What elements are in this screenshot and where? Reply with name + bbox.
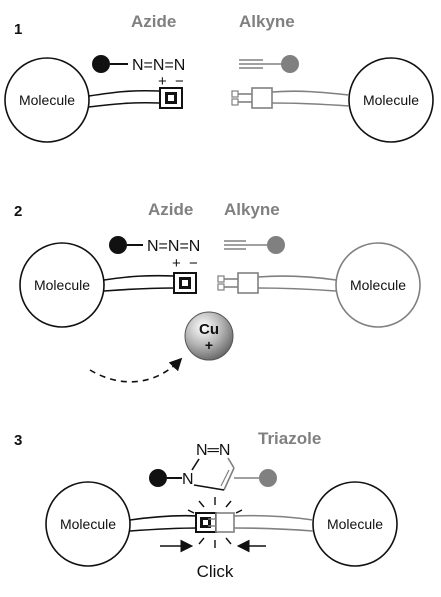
alkyne-heading: Alkyne — [239, 12, 295, 31]
step-2-number: 2 — [14, 203, 22, 220]
molecule-left-label-3: Molecule — [60, 516, 116, 532]
molecule-right-circle-2 — [335, 242, 421, 328]
molecule-left-circle-2 — [19, 242, 105, 328]
molecule-right-circle — [348, 57, 434, 143]
molecule-right-label-2: Molecule — [350, 277, 406, 293]
molecule-right-label: Molecule — [363, 92, 419, 108]
triazole-gray-ball-icon — [259, 469, 277, 487]
molecule-right-circle-3 — [312, 481, 398, 567]
left-cable — [88, 89, 161, 97]
male-connector-icon — [231, 87, 273, 109]
triazole-heading: Triazole — [258, 429, 321, 448]
catalyst-symbol: Cu — [199, 321, 219, 338]
triazole-n-left: N — [182, 471, 194, 488]
step-3: 3 Triazole N N═N Molecule — [14, 429, 398, 581]
joined-connector-icon — [195, 512, 235, 533]
alkyne-ball-icon — [281, 55, 299, 73]
azide-minus: − — [175, 73, 184, 90]
azide-plus: + — [158, 73, 167, 90]
azide-plus-2: + — [172, 255, 181, 272]
triazole-n-top: N═N — [196, 442, 230, 459]
male-connector-icon-2 — [217, 272, 259, 294]
step-1: 1 Azide Alkyne N=N=N + − Molecule Molecu… — [4, 12, 434, 143]
right-cable — [271, 90, 350, 96]
azide-formula-2: N=N=N — [147, 238, 200, 255]
catalyst-charge: + — [205, 337, 213, 353]
alkyne-ball-icon-2 — [267, 236, 285, 254]
azide-formula: N=N=N — [132, 57, 185, 74]
triazole-black-ball-icon — [149, 469, 167, 487]
click-burst-icon — [187, 497, 243, 548]
step-1-number: 1 — [14, 21, 22, 38]
catalyst-arrow — [89, 357, 183, 383]
female-connector-icon — [159, 87, 183, 109]
copper-catalyst-sphere — [184, 311, 234, 361]
molecule-left-circle — [4, 57, 90, 143]
molecule-left-circle-3 — [45, 481, 131, 567]
azide-heading: Azide — [131, 12, 176, 31]
molecule-right-label-3: Molecule — [327, 516, 383, 532]
triazole-ring — [191, 457, 235, 491]
azide-ball-icon-2 — [109, 236, 127, 254]
step-3-number: 3 — [14, 432, 22, 449]
alkyne-heading-2: Alkyne — [224, 200, 280, 219]
female-connector-icon-2 — [173, 272, 197, 294]
azide-minus-2: − — [189, 255, 198, 272]
azide-heading-2: Azide — [148, 200, 193, 219]
molecule-left-label: Molecule — [19, 92, 75, 108]
molecule-left-label-2: Molecule — [34, 277, 90, 293]
click-label: Click — [197, 562, 234, 581]
step-2: 2 Azide Alkyne N=N=N + − Molecule Molecu… — [14, 200, 421, 383]
azide-ball-icon — [92, 55, 110, 73]
